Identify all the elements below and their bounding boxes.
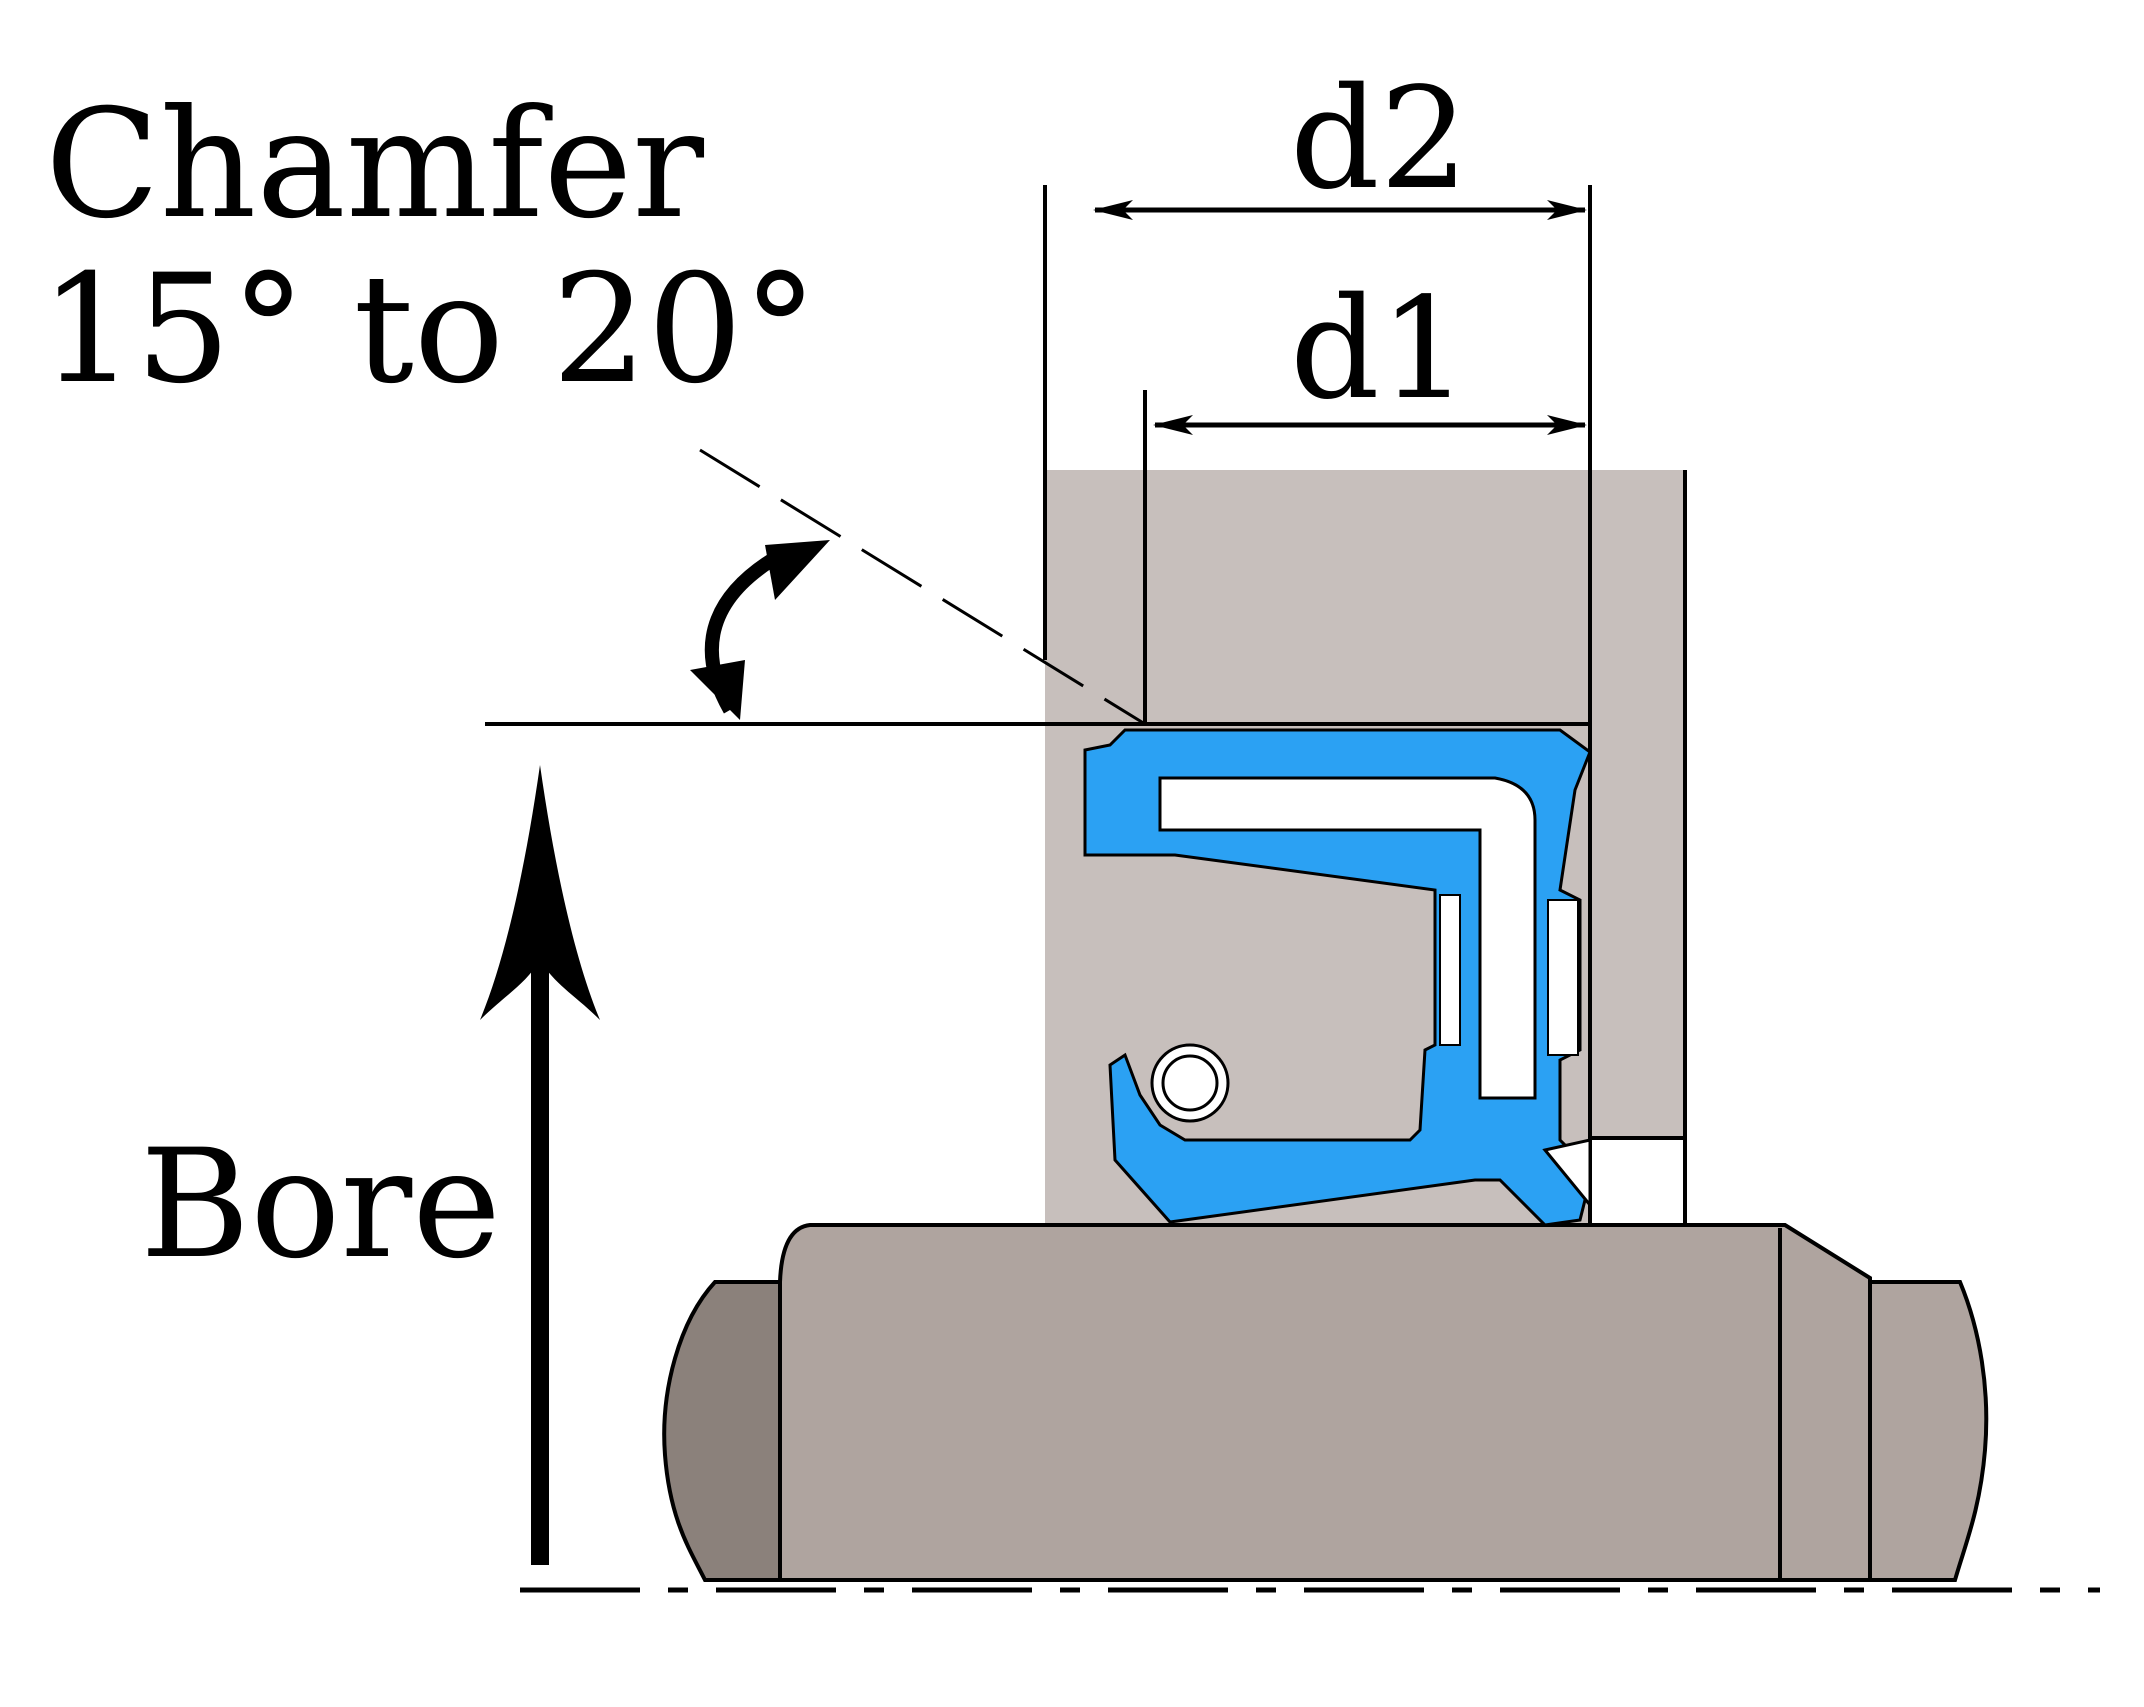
bore-arrow	[480, 765, 600, 1565]
seal-dust-lip-notch	[1542, 1138, 1592, 1210]
chamfer-dashed-line	[699, 448, 1146, 726]
bore-label: Bore	[140, 1118, 502, 1292]
oil-seal	[1083, 728, 1592, 1227]
chamfer-arrow-head-bottom	[690, 660, 745, 720]
shaft-body	[778, 1223, 1872, 1582]
seal-gap-right	[1547, 899, 1579, 1056]
seal-rubber-body	[1083, 728, 1592, 1227]
housing-recess-white	[1590, 1140, 1685, 1225]
seal-gap-white	[1439, 894, 1461, 1046]
dimension-label-d1: d1	[1290, 268, 1469, 431]
chamfer-arrow-head-top	[765, 540, 830, 600]
seal-metal-case	[1158, 776, 1537, 1100]
chamfer-title: Chamfer	[45, 78, 705, 252]
bore-arrow-head	[480, 765, 600, 1020]
shaft-left-end	[662, 1280, 792, 1582]
dimension-lines	[1043, 185, 1592, 724]
garter-spring-inner	[1161, 1054, 1219, 1112]
shaft	[662, 1223, 1989, 1582]
chamfer-indicator	[690, 448, 1146, 726]
shaft-right-end	[1868, 1280, 1989, 1582]
dimension-label-d2: d2	[1290, 58, 1469, 221]
chamfer-angle-range: 15° to 20°	[40, 243, 818, 417]
